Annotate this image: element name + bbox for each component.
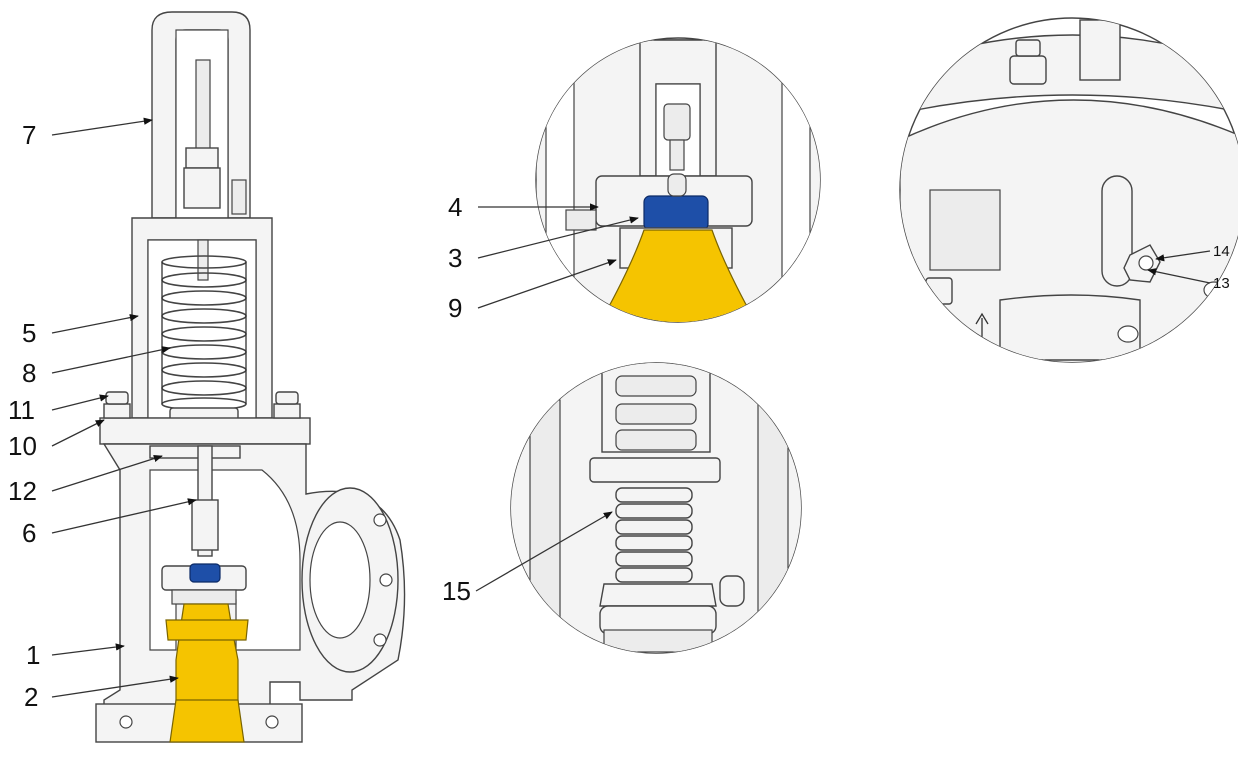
- callout-9: 9: [448, 293, 462, 323]
- callout-4: 4: [448, 192, 462, 222]
- callout-11: 11: [8, 395, 35, 425]
- callout-13: 13: [1213, 275, 1230, 292]
- callout-7: 7: [22, 120, 36, 150]
- callout-leaders: [51, 117, 1211, 698]
- main-valve-illustration: [95, 11, 406, 743]
- callout-numbers: 7 5 8 11 10 12 6 1 2 4 3 9 15 14 13: [8, 120, 1230, 712]
- detail-disc-seat: [535, 37, 821, 323]
- callout-14: 14: [1213, 243, 1230, 260]
- callout-12: 12: [8, 476, 37, 506]
- callout-8: 8: [22, 358, 36, 388]
- callout-10: 10: [8, 431, 37, 461]
- callout-15: 15: [442, 576, 471, 606]
- detail-lifting-device: [899, 17, 1238, 363]
- callout-3: 3: [448, 243, 462, 273]
- callout-6: 6: [22, 518, 36, 548]
- callout-1: 1: [26, 640, 40, 670]
- callout-2: 2: [24, 682, 38, 712]
- callout-5: 5: [22, 318, 36, 348]
- detail-bellows: [510, 362, 802, 654]
